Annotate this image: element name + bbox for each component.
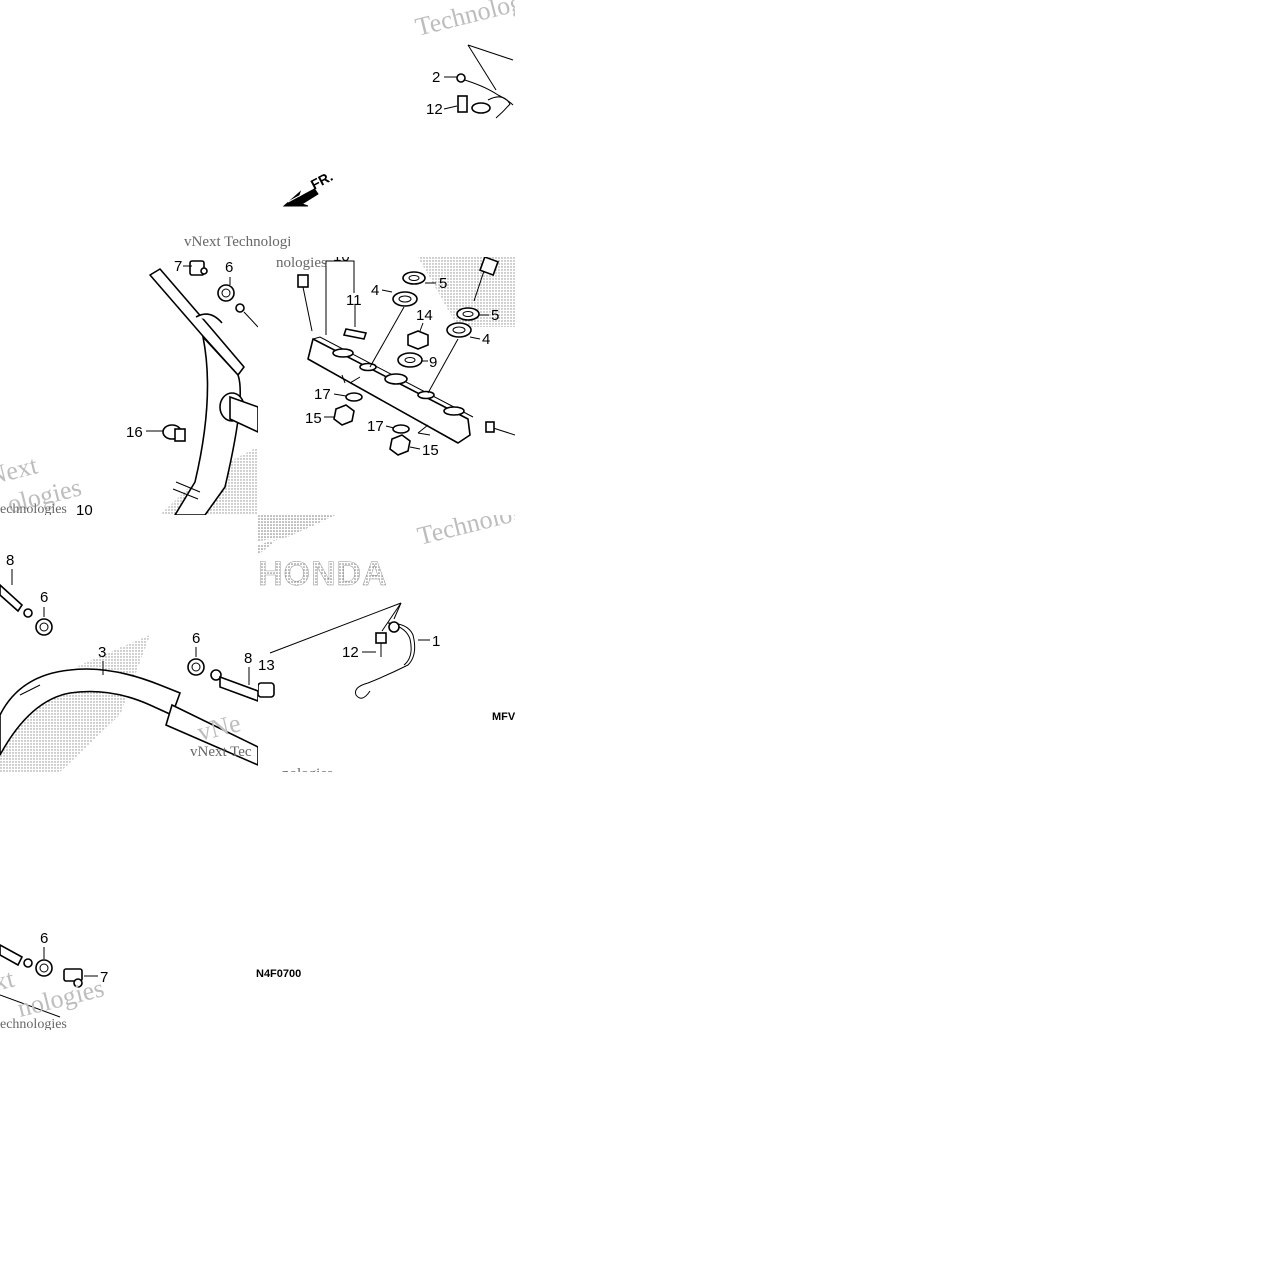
tile-top-right: Technologies 2 12 [258,0,515,257]
callout-14: 14 [416,307,433,324]
callout-10-left: 10 [76,502,93,515]
callout-7-bottom: 7 [100,969,108,986]
callout-6-right: 6 [192,630,200,647]
diagram-code-n4f0700: N4F0700 [256,968,301,980]
diagram-code-label: N4F0700 [256,968,301,980]
watermark-vnext-band: vNext Technologies [184,234,290,250]
callout-17-right: 17 [367,418,384,435]
callout-12-mid: 12 [342,644,359,661]
callout-6-top: 6 [225,259,233,276]
callout-1: 1 [432,633,440,650]
callout-5-left: 5 [439,275,447,292]
svg-text:echnologies: echnologies [0,502,67,515]
svg-text:nologies: nologies [276,257,327,271]
watermark-technologies: Technologies [412,0,515,42]
callout-9: 9 [429,354,437,371]
callout-4-right: 4 [482,331,490,348]
callout-7-top: 7 [174,258,182,275]
svg-text:vNext Technologies: vNext Technologies [184,234,290,250]
callout-5-right: 5 [491,307,499,324]
svg-text:nologies: nologies [14,973,107,1022]
svg-text:vNext Tec: vNext Tec [190,744,252,760]
honda-brand-watermark: HONDA [258,555,388,593]
callout-13: 13 [258,657,275,674]
tile-harness-part: HONDA Technologies 1 12 13 MFV nologies [258,515,515,772]
callout-4-left: 4 [371,282,379,299]
callout-6-bottom: 6 [40,930,48,947]
front-direction-arrow: FR. [282,168,335,207]
tile-top-bridge: 10 11 4 5 5 4 14 9 17 15 17 15 nologies [258,257,515,515]
tile-handlebar-left-lower: 8 6 3 6 8 vNext Tec vNe [0,515,258,772]
callout-2: 2 [432,69,440,86]
callout-15-left: 15 [305,410,322,427]
callout-15-right: 15 [422,442,439,459]
callout-12-top: 12 [426,101,443,118]
svg-text:nologies: nologies [282,766,333,772]
callout-17-left: 17 [314,386,331,403]
watermark-technologies-mid: Technologies [414,515,515,551]
callout-8-left: 8 [6,552,14,569]
callout-8-right: 8 [244,650,252,667]
callout-6-mid: 6 [40,589,48,606]
callout-16: 16 [126,424,143,441]
callout-11: 11 [346,292,362,309]
callout-3: 3 [98,644,106,661]
tile-handlebar-left-upper: 7 6 16 vNext Technologies vNe Next ologi… [0,257,258,515]
tile-handlebar-left-bottom: 6 7 xt nologies echnologies [0,925,258,1030]
svg-text:echnologies: echnologies [0,1017,67,1030]
callout-10: 10 [333,257,350,265]
svg-text:xt: xt [0,964,18,997]
diagram-code-mfv: MFV [492,711,515,723]
